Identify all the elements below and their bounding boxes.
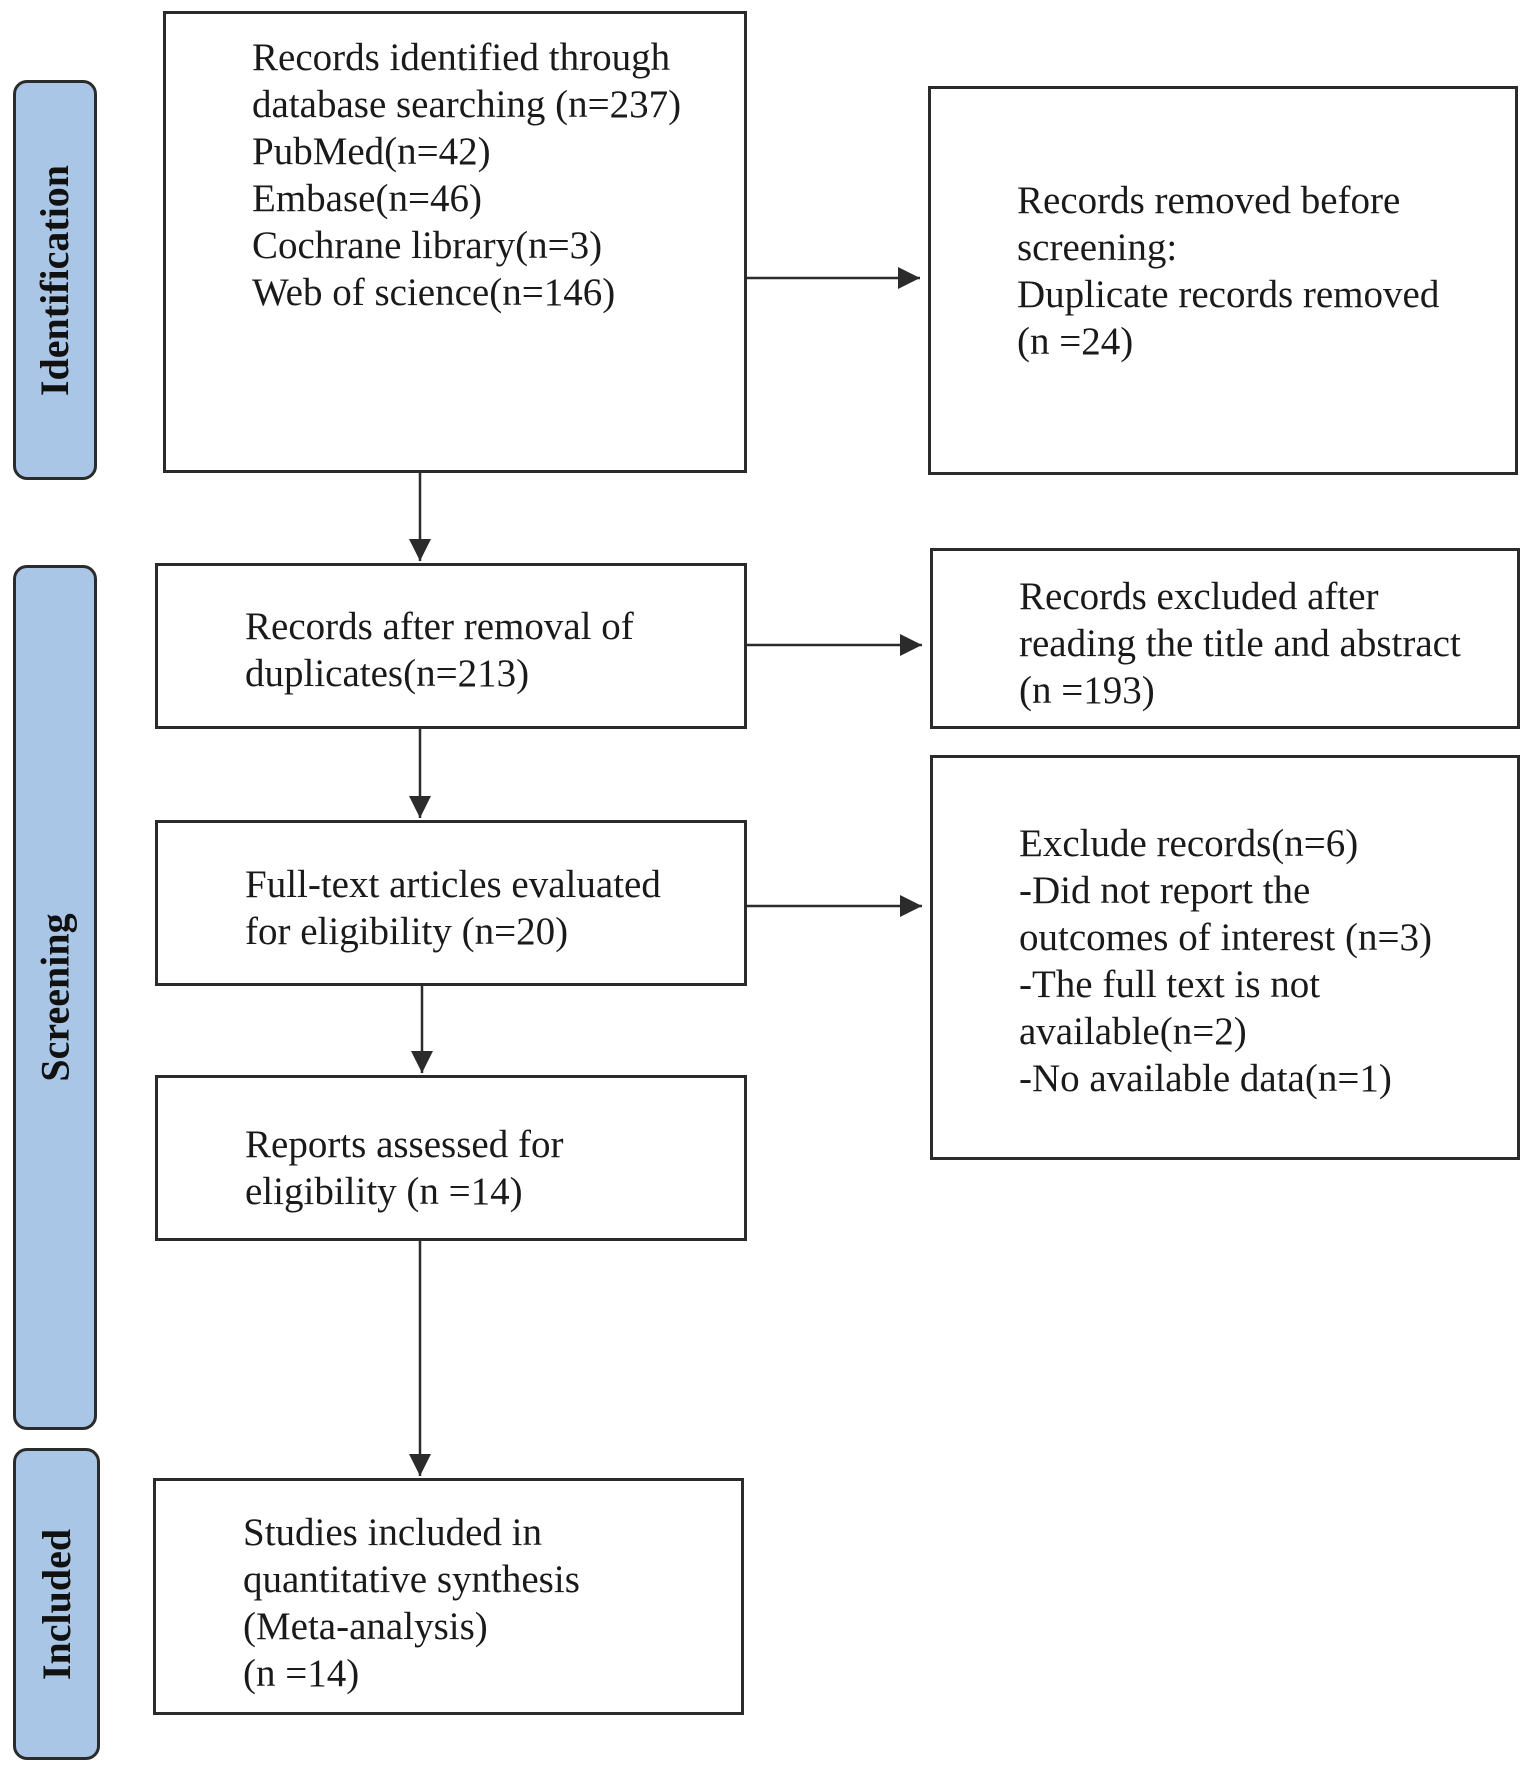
box-line: reading the title and abstract — [1019, 622, 1461, 665]
box-line: outcomes of interest (n=3) — [1019, 916, 1432, 959]
box-line: PubMed(n=42) — [252, 130, 491, 173]
box-line: duplicates(n=213) — [245, 652, 530, 695]
box-line: -Did not report the — [1019, 869, 1311, 912]
box-line: Web of science(n=146) — [252, 271, 616, 314]
box-line: Duplicate records removed — [1017, 273, 1440, 316]
box-line: -The full text is not — [1019, 963, 1321, 1006]
box-line: Reports assessed for — [245, 1123, 564, 1166]
box-line: eligibility (n =14) — [245, 1170, 523, 1213]
box-line: Embase(n=46) — [252, 177, 482, 220]
box-line: available(n=2) — [1019, 1010, 1247, 1053]
box-line: Records after removal of — [245, 605, 634, 648]
box-line: screening: — [1017, 226, 1178, 269]
excluded-records-box: Exclude records(n=6) -Did not report the… — [930, 755, 1520, 1160]
records-identified-box: Records identified through database sear… — [163, 11, 747, 473]
box-line: quantitative synthesis — [243, 1558, 580, 1601]
box-line: (n =193) — [1019, 669, 1155, 712]
box-line: Cochrane library(n=3) — [252, 224, 603, 267]
box-line: database searching (n=237) — [252, 83, 682, 126]
full-text-evaluated-box: Full-text articles evaluated for eligibi… — [155, 820, 747, 986]
phase-screening: Screening — [13, 565, 97, 1430]
phase-identification: Identification — [13, 80, 97, 480]
box-line: (Meta-analysis) — [243, 1605, 488, 1648]
box-line: -No available data(n=1) — [1019, 1057, 1392, 1100]
box-line: for eligibility (n=20) — [245, 910, 569, 953]
box-line: Studies included in — [243, 1511, 542, 1554]
records-removed-box: Records removed before screening: Duplic… — [928, 86, 1518, 475]
records-excluded-box: Records excluded after reading the title… — [930, 548, 1520, 729]
box-line: Records excluded after — [1019, 575, 1379, 618]
box-line: (n =24) — [1017, 320, 1134, 363]
box-line: Full-text articles evaluated — [245, 863, 661, 906]
box-line: Exclude records(n=6) — [1019, 822, 1359, 865]
reports-assessed-box: Reports assessed for eligibility (n =14) — [155, 1075, 747, 1241]
phase-included: Included — [13, 1448, 100, 1760]
studies-included-box: Studies included in quantitative synthes… — [153, 1478, 744, 1715]
box-line: Records removed before — [1017, 179, 1401, 222]
records-after-duplicates-box: Records after removal of duplicates(n=21… — [155, 563, 747, 729]
box-line: (n =14) — [243, 1652, 360, 1695]
box-line: Records identified through — [252, 36, 671, 79]
